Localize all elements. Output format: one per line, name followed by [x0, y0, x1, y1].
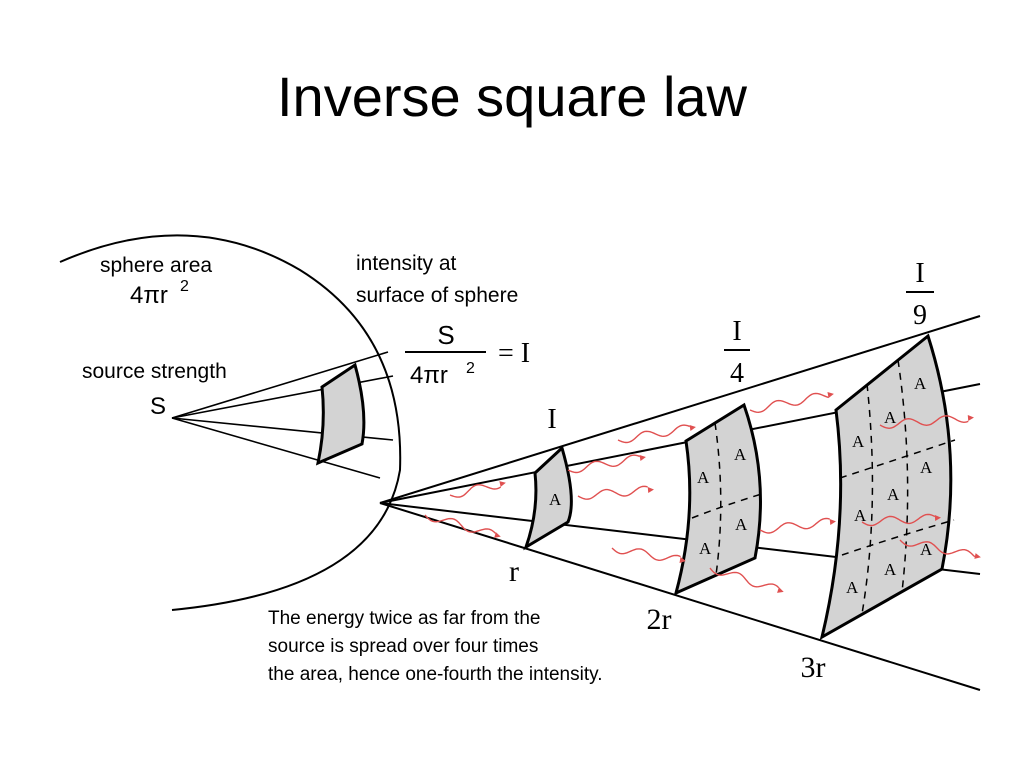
caption-line3: the area, hence one-fourth the intensity… [268, 664, 602, 685]
source-ray [171, 351, 389, 419]
grid-line [861, 383, 874, 615]
area-a: A [852, 432, 865, 451]
grid-line [841, 519, 955, 556]
distance-r: r [509, 555, 519, 588]
area-a: A [914, 374, 927, 393]
energy-wave-arrowhead [639, 455, 646, 461]
area-a: A [884, 408, 897, 427]
grid-line [714, 422, 722, 576]
fraction-numerator: S [437, 320, 454, 350]
sphere-area-exponent: 2 [180, 278, 189, 295]
patch-r [523, 445, 573, 551]
energy-wave-arrowhead [494, 532, 501, 538]
grid-line [691, 492, 766, 519]
energy-wave [879, 415, 969, 430]
intensity-at-3r-denominator: 9 [913, 300, 927, 331]
intensity-at-r: I [547, 404, 556, 435]
grid-line [839, 439, 956, 479]
slide-title: Inverse square law [276, 65, 747, 128]
energy-wave-arrowhead [967, 415, 974, 421]
area-a: A [920, 458, 933, 477]
patch-3r-grid [839, 359, 956, 615]
intensity-at-3r-numerator: I [915, 258, 924, 289]
area-a: A [735, 515, 748, 534]
area-a: A [920, 540, 933, 559]
area-a: A [549, 490, 562, 509]
sphere-area-label: sphere area [100, 254, 212, 277]
energy-wave [611, 547, 681, 562]
distance-2r: 2r [647, 603, 672, 636]
area-a: A [887, 485, 900, 504]
energy-wave-arrowhead [679, 557, 686, 563]
energy-wave [861, 513, 936, 527]
caption-line1: The energy twice as far from the [268, 608, 540, 629]
energy-wave [424, 514, 496, 534]
energy-wave [709, 567, 780, 589]
energy-wave-arrowhead [974, 553, 981, 559]
caption-line2: source is spread over four times [268, 636, 538, 657]
cone-ray [379, 315, 981, 504]
area-a: A [699, 539, 712, 558]
energy-wave [449, 484, 502, 498]
intensity-at-2r-numerator: I [732, 316, 741, 347]
energy-waves [424, 392, 981, 593]
energy-wave-arrowhead [689, 425, 696, 431]
source-symbol: S [150, 393, 166, 420]
fraction-denominator: 4πr [410, 362, 448, 389]
intensity-label-line1: intensity at [356, 252, 457, 275]
energy-wave [567, 454, 640, 474]
grid-line [897, 359, 909, 593]
energy-wave-arrowhead [499, 481, 506, 487]
energy-wave-arrowhead [934, 515, 941, 521]
patch-2r-grid [691, 422, 766, 576]
sphere-arc [59, 234, 402, 611]
energy-wave [899, 539, 976, 558]
cone-ray [379, 502, 981, 691]
energy-wave-arrowhead [777, 587, 784, 593]
energy-wave-arrowhead [829, 519, 836, 525]
area-a: A [846, 578, 859, 597]
intensity-at-2r-denominator: 4 [730, 358, 744, 389]
area-a: A [697, 468, 710, 487]
area-a: A [854, 506, 867, 525]
energy-wave [749, 392, 829, 414]
intensity-label-line2: surface of sphere [356, 284, 518, 307]
energy-wave-arrowhead [827, 392, 834, 398]
sphere-area-formula: 4πr [130, 282, 168, 309]
energy-wave [617, 424, 690, 444]
energy-wave [577, 485, 648, 500]
source-ray [171, 417, 381, 479]
fraction-denominator-exponent: 2 [466, 360, 475, 377]
area-a: A [884, 560, 897, 579]
patch-3r [819, 333, 953, 641]
equals-intensity: = I [498, 338, 530, 369]
distance-3r: 3r [801, 651, 826, 684]
sphere-surface-patch [315, 362, 366, 466]
source-strength-label: source strength [82, 360, 227, 383]
patch-2r [673, 402, 762, 596]
energy-wave [759, 517, 830, 534]
energy-wave-arrowhead [647, 487, 654, 493]
area-a: A [734, 445, 747, 464]
